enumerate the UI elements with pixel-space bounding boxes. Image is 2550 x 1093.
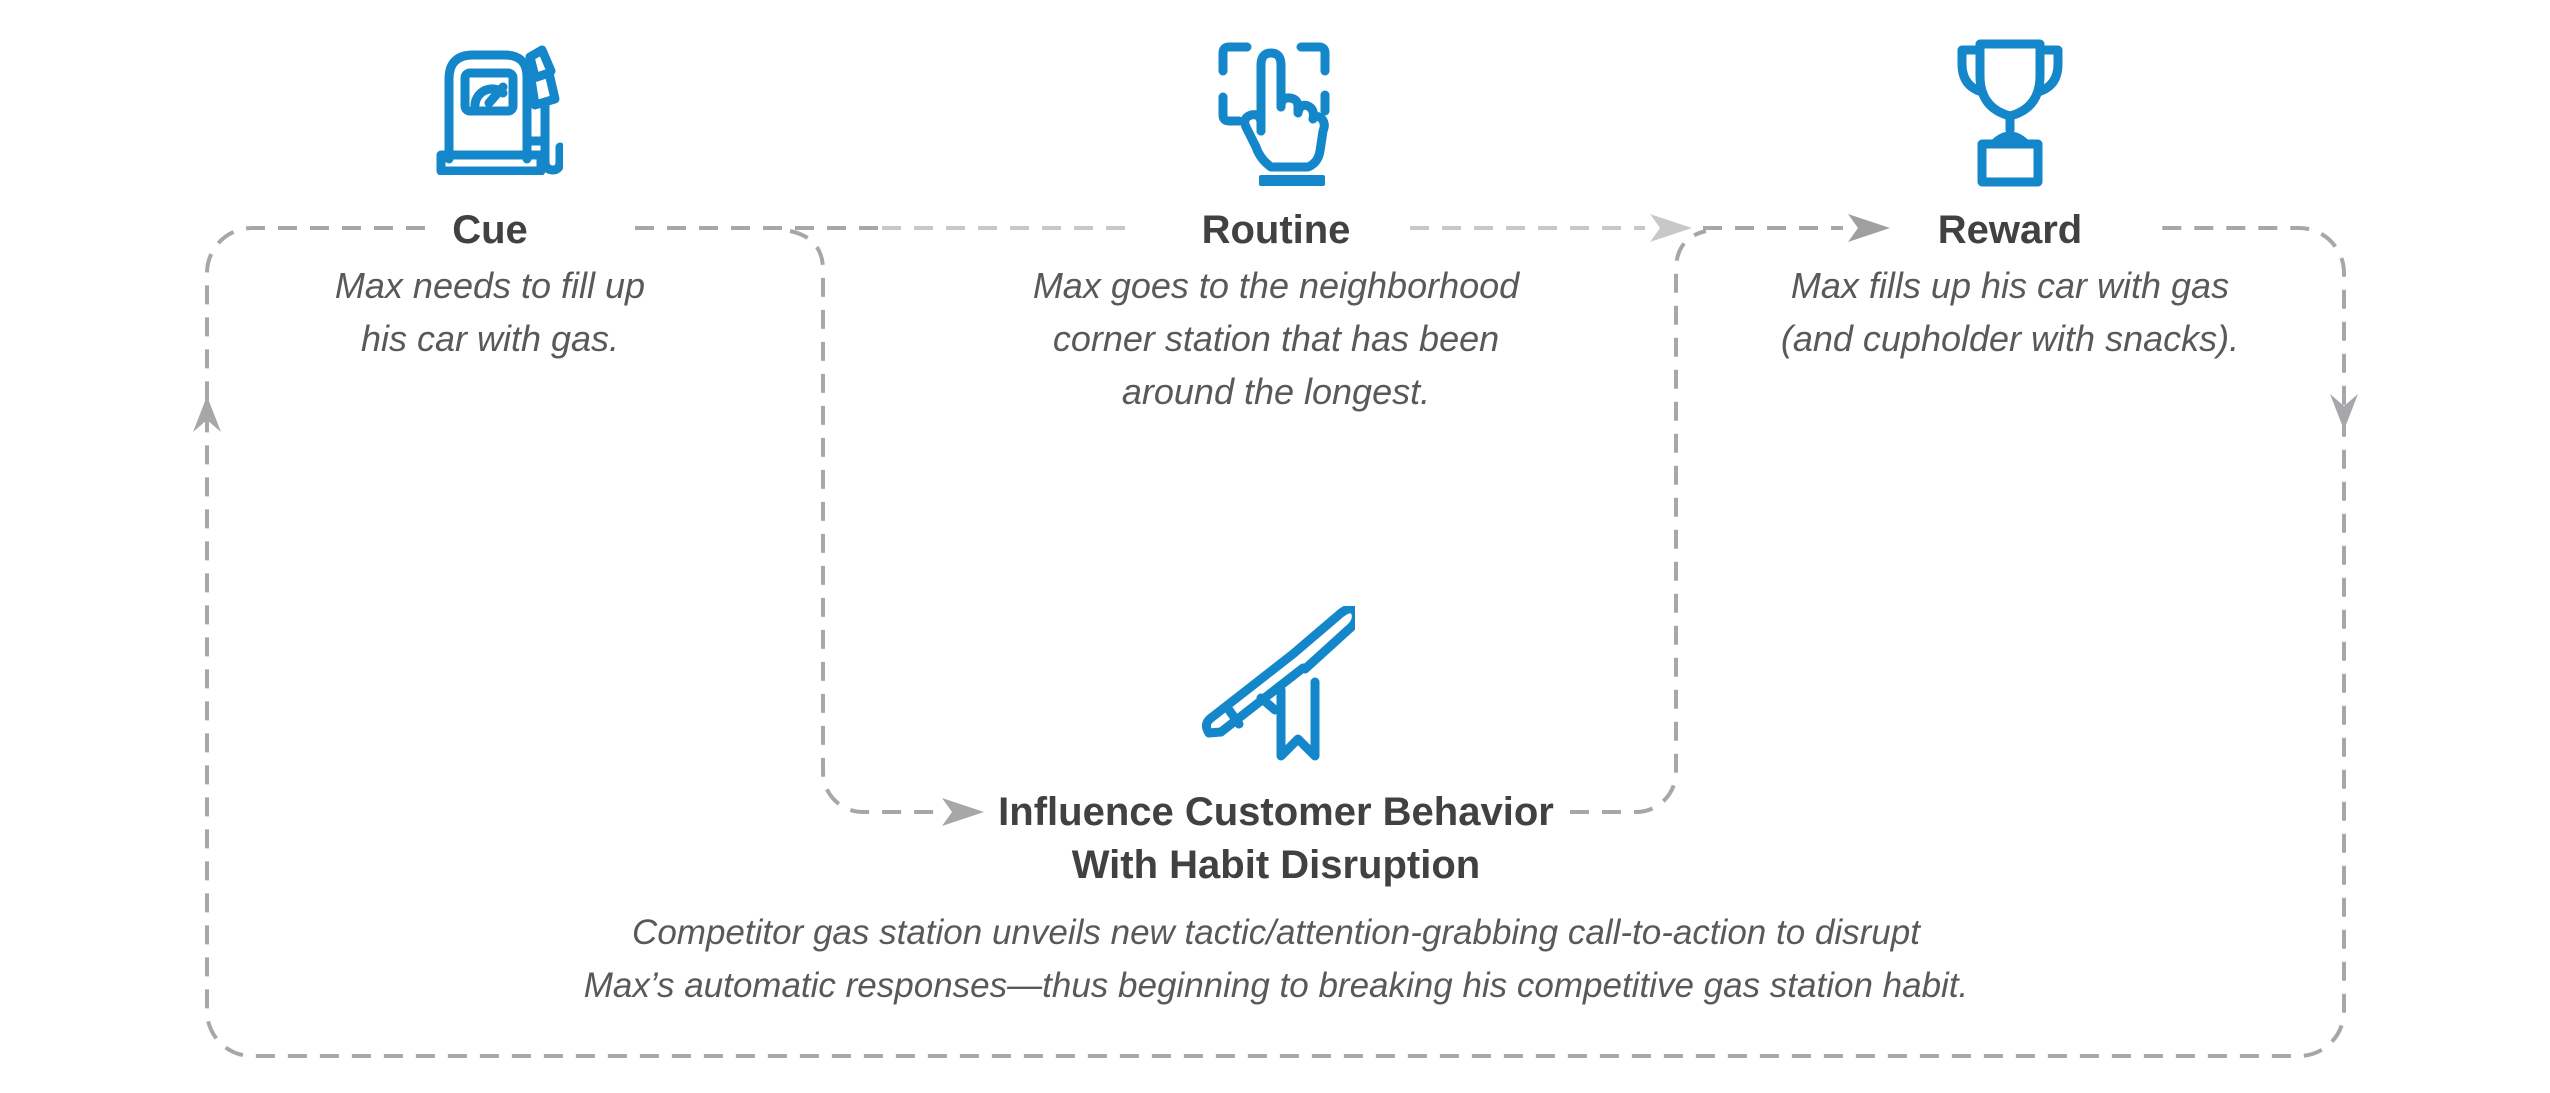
arrow-up-left-edge-icon (193, 396, 221, 432)
text-line: corner station that has been (1052, 318, 1500, 359)
routine-description: Max goes to the neighborhood corner stat… (926, 259, 1626, 418)
disruption-title: Influence Customer Behavior With Habit D… (876, 786, 1676, 892)
text-line: his car with gas. (360, 318, 620, 359)
reward-description: Max fills up his car with gas (and cupho… (1660, 259, 2360, 365)
arrow-down-right-edge-icon (2330, 394, 2358, 430)
disruption-description: Competitor gas station unveils new tacti… (476, 906, 2076, 1012)
text-line: Max’s automatic responses—thus beginning… (583, 966, 1969, 1005)
routine-label: Routine (1201, 208, 1351, 252)
tap-gesture-icon (1218, 42, 1330, 186)
cue-label: Cue (452, 208, 528, 252)
text-line: With Habit Disruption (1071, 843, 1481, 887)
text-line: around the longest. (1121, 371, 1431, 412)
arrow-right-light-icon (1650, 214, 1692, 242)
cue-description: Max needs to fill up his car with gas. (240, 259, 740, 365)
text-line: Competitor gas station unveils new tacti… (632, 913, 1920, 952)
arrow-right-reward-icon (1848, 214, 1890, 242)
disruption-box-right-path (1570, 229, 1707, 814)
text-line: Max fills up his car with gas (1790, 265, 2230, 306)
text-line: Influence Customer Behavior (998, 790, 1554, 834)
tap-icon-cuff (1259, 175, 1325, 186)
herald-trumpet-banner-icon (1201, 606, 1355, 761)
text-line: (and cupholder with snacks). (1780, 318, 2240, 359)
arrow-right-disruption-icon (942, 798, 984, 826)
disruption-box-left-path (789, 229, 934, 814)
text-line: Max goes to the neighborhood (1032, 265, 1520, 306)
gas-pump-icon (436, 45, 563, 175)
text-line: Max needs to fill up (334, 265, 646, 306)
reward-label: Reward (1937, 208, 2083, 252)
trophy-icon (1957, 39, 2063, 187)
